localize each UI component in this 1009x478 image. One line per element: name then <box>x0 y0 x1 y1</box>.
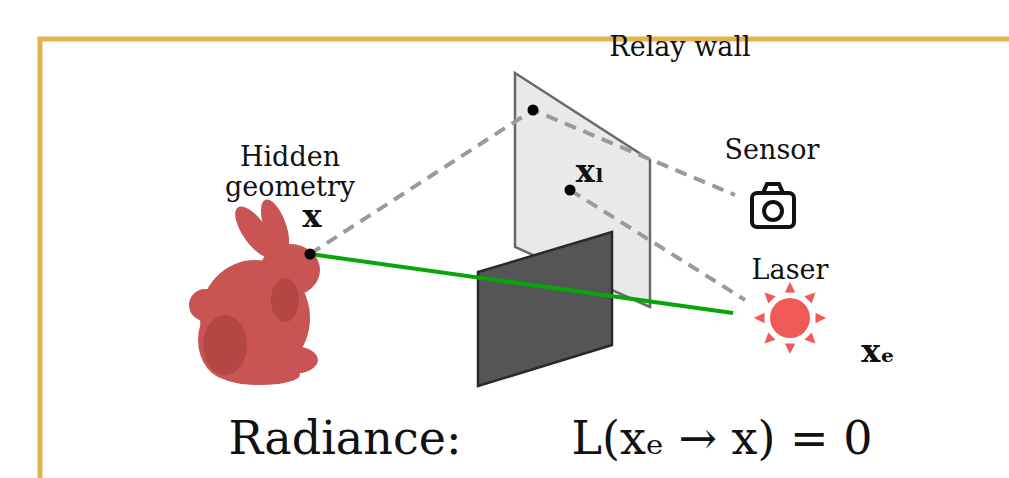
hidden-geometry-label: Hidden geometry <box>215 142 365 201</box>
bunny <box>189 196 320 385</box>
sun-ray <box>785 344 795 355</box>
sun-ray <box>804 293 815 304</box>
radiance-label: Radiance: <box>229 413 462 464</box>
occluder <box>478 232 612 386</box>
point <box>565 185 576 196</box>
sun-ray <box>816 313 827 323</box>
point-x-label: x <box>302 199 321 234</box>
laser-icon <box>754 282 826 354</box>
point-xl-label: xₗ <box>576 154 604 189</box>
wall-label: Relay wall <box>609 32 750 62</box>
frame-border <box>40 39 1009 478</box>
camera-icon <box>752 184 794 227</box>
point-xe-label: xₑ <box>861 334 894 369</box>
light-path <box>310 110 735 254</box>
laser-label: Laser <box>752 255 829 285</box>
sensor-label: Sensor <box>725 135 820 165</box>
bunny-shade <box>203 278 299 375</box>
sun-ray <box>765 332 776 343</box>
sun-ray <box>754 313 765 323</box>
point <box>528 105 539 116</box>
radiance-formula: L(xₑ → x) = 0 <box>572 413 873 464</box>
sun-ray <box>765 293 776 304</box>
point <box>305 249 316 260</box>
direct-path <box>310 254 733 313</box>
sun-ray <box>804 332 815 343</box>
